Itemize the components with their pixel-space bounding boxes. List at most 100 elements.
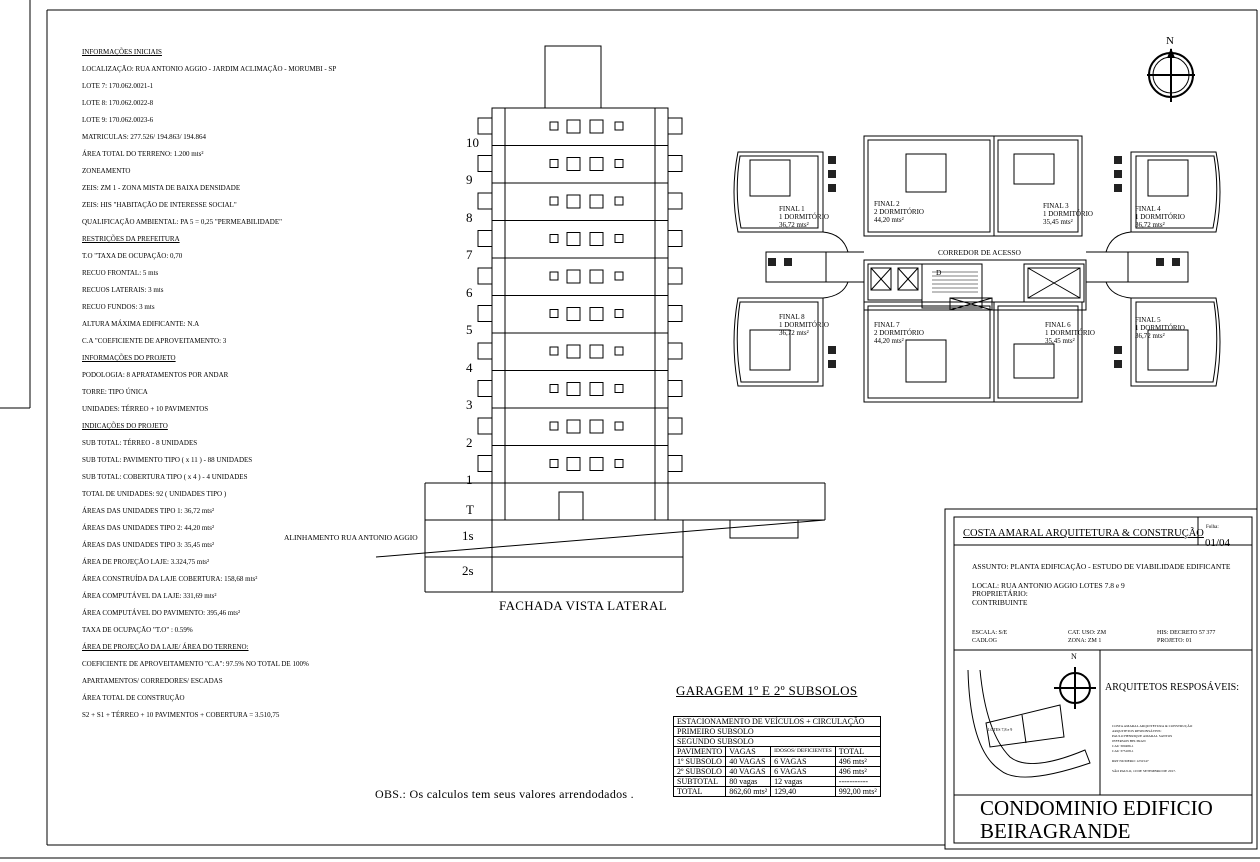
window (549, 421, 559, 431)
local-text: LOCAL: RUA ANTONIO AGGIO LOTES 7.8 e 9 (972, 581, 1125, 590)
info-line: MATRICULAS: 277.526/ 194.863/ 194.864 (82, 133, 207, 141)
window (614, 196, 624, 206)
info-line: APARTAMENTOS/ CORREDORES/ ESCADAS (82, 677, 223, 685)
balcony (477, 117, 493, 135)
subject-text: ASSUNTO: PLANTA EDIFICAÇÃO - ESTUDO DE V… (972, 562, 1231, 571)
floor-label: 2s (462, 563, 474, 578)
unit-rooms: 1 DORMITÓRIO (779, 321, 829, 329)
sheet-number: 01/04 (1205, 537, 1231, 549)
unit-rooms: 1 DORMITÓRIO (1043, 210, 1093, 218)
garage-table: ESTACIONAMENTO DE VEÍCULOS + CIRCULAÇÃO P… (672, 716, 881, 797)
garage-cell: SUBTOTAL (672, 776, 727, 787)
info-line: TOTAL DE UNIDADES: 92 ( UNIDADES TIPO ) (82, 490, 227, 498)
info-line: LOTE 9: 170.062.0023-6 (82, 116, 154, 124)
window (589, 382, 604, 396)
balcony (667, 267, 683, 285)
balcony (667, 455, 683, 472)
info-line: ÁREA COMPUTÁVEL DA LAJE: 331,69 mts² (82, 592, 217, 600)
info-line: ALTURA MÁXIMA EDIFICANTE: N.A (82, 320, 200, 328)
unit-area: 35,45 mts² (1045, 337, 1075, 345)
info-line: QUALIFICAÇÃO AMBIENTAL: PA 5 = 0,25 "PER… (82, 218, 282, 226)
obs-note: OBS.: Os calculos tem seus valores arren… (375, 787, 634, 801)
title-block-frame (944, 508, 1258, 850)
unit-rooms: 2 DORMITÓRIO (874, 329, 924, 337)
window (589, 157, 604, 171)
window (549, 346, 559, 356)
window (549, 234, 559, 243)
unit-name: FINAL 1 (779, 205, 805, 213)
window (614, 309, 624, 318)
balcony (667, 380, 683, 397)
floor-label: 8 (466, 210, 473, 225)
sheet-label: Folha: (1206, 525, 1219, 530)
unit-area: 36,72 mts² (779, 221, 809, 229)
window (614, 234, 624, 243)
info-line: SUB TOTAL: COBERTURA TIPO ( x 4 ) - 4 UN… (82, 473, 248, 481)
garage-cell: ESTACIONAMENTO DE VEÍCULOS + CIRCULAÇÃO (673, 716, 881, 727)
unit-area: 44,20 mts² (874, 216, 904, 224)
info-line: LOTE 7: 170.062.0021-1 (82, 82, 154, 90)
window (614, 271, 624, 281)
floor-label: 2 (466, 435, 473, 450)
info-line: RESTRIÇÕES DA PREFEITURA (82, 235, 180, 243)
garage-cell: 2º SUBSOLO (672, 766, 727, 777)
window (549, 309, 559, 318)
info-line: RECUO FUNDOS: 3 mts (82, 303, 155, 311)
window (566, 382, 581, 396)
floor-label: 7 (466, 247, 473, 262)
info-line: ZONEAMENTO (82, 167, 131, 175)
window (589, 457, 604, 471)
garage-cell: VAGAS (725, 746, 772, 757)
garage-cell: 862,60 mts² (725, 786, 772, 797)
window (566, 232, 581, 246)
info-line: ÁREA DE PROJEÇÃO DA LAJE/ ÁREA DO TERREN… (82, 643, 249, 651)
his-text: HIS: DECRETO 57 377 (1157, 630, 1216, 636)
architect-line: JEFERSON BELTRAN (1112, 739, 1146, 743)
window (589, 307, 604, 321)
info-line: ÁREA CONSTRUÍDA DA LAJE COBERTURA: 158,6… (82, 575, 258, 583)
balcony (667, 417, 683, 435)
balcony (477, 417, 493, 435)
unit-name: FINAL 3 (1043, 202, 1069, 210)
window (614, 459, 624, 468)
cadlog-text: CADLOG (972, 638, 997, 644)
info-line: TORRE: TIPO ÚNICA (82, 388, 148, 396)
balcony (477, 230, 493, 247)
project-number-text: PROJETO: 01 (1157, 638, 1192, 644)
window (549, 384, 559, 393)
window (589, 232, 604, 246)
garage-cell: 129,40 (770, 786, 836, 797)
typical-floor-plan (733, 135, 1221, 403)
architect-line: CAU 300486-1 (1112, 744, 1134, 748)
facade-elevation-drawing (375, 45, 826, 593)
architect-line: PAULO HENRIQUE AMARAL SANTOS (1112, 734, 1173, 738)
info-line: SUB TOTAL: PAVIMENTO TIPO ( x 11 ) - 88 … (82, 456, 253, 464)
window (589, 194, 604, 209)
window (566, 157, 581, 171)
window (549, 121, 559, 131)
window (566, 119, 581, 134)
window (549, 159, 559, 168)
info-line: ZEIS: HIS "HABITAÇÃO DE INTERESSE SOCIAL… (82, 201, 237, 209)
balcony (667, 117, 683, 135)
info-line: RECUOS LATERAIS: 3 mts (82, 286, 164, 294)
architect-line: CAU 375108-1 (1112, 749, 1134, 753)
window (566, 269, 581, 284)
balcony (477, 305, 493, 322)
garage-cell: 80 vagas (725, 776, 772, 787)
unit-name: FINAL 4 (1135, 205, 1161, 213)
info-line: ÁREA COMPUTÁVEL DO PAVIMENTO: 395,46 mts… (82, 609, 241, 617)
window (566, 457, 581, 471)
balcony (477, 155, 493, 172)
unit-area: 35,45 mts² (1043, 218, 1073, 226)
floor-label: 6 (466, 285, 473, 300)
balcony (477, 192, 493, 210)
unit-area: 36,72 mts² (779, 329, 809, 337)
lot-label: LOTES 7,8 e 9 (988, 727, 1013, 732)
